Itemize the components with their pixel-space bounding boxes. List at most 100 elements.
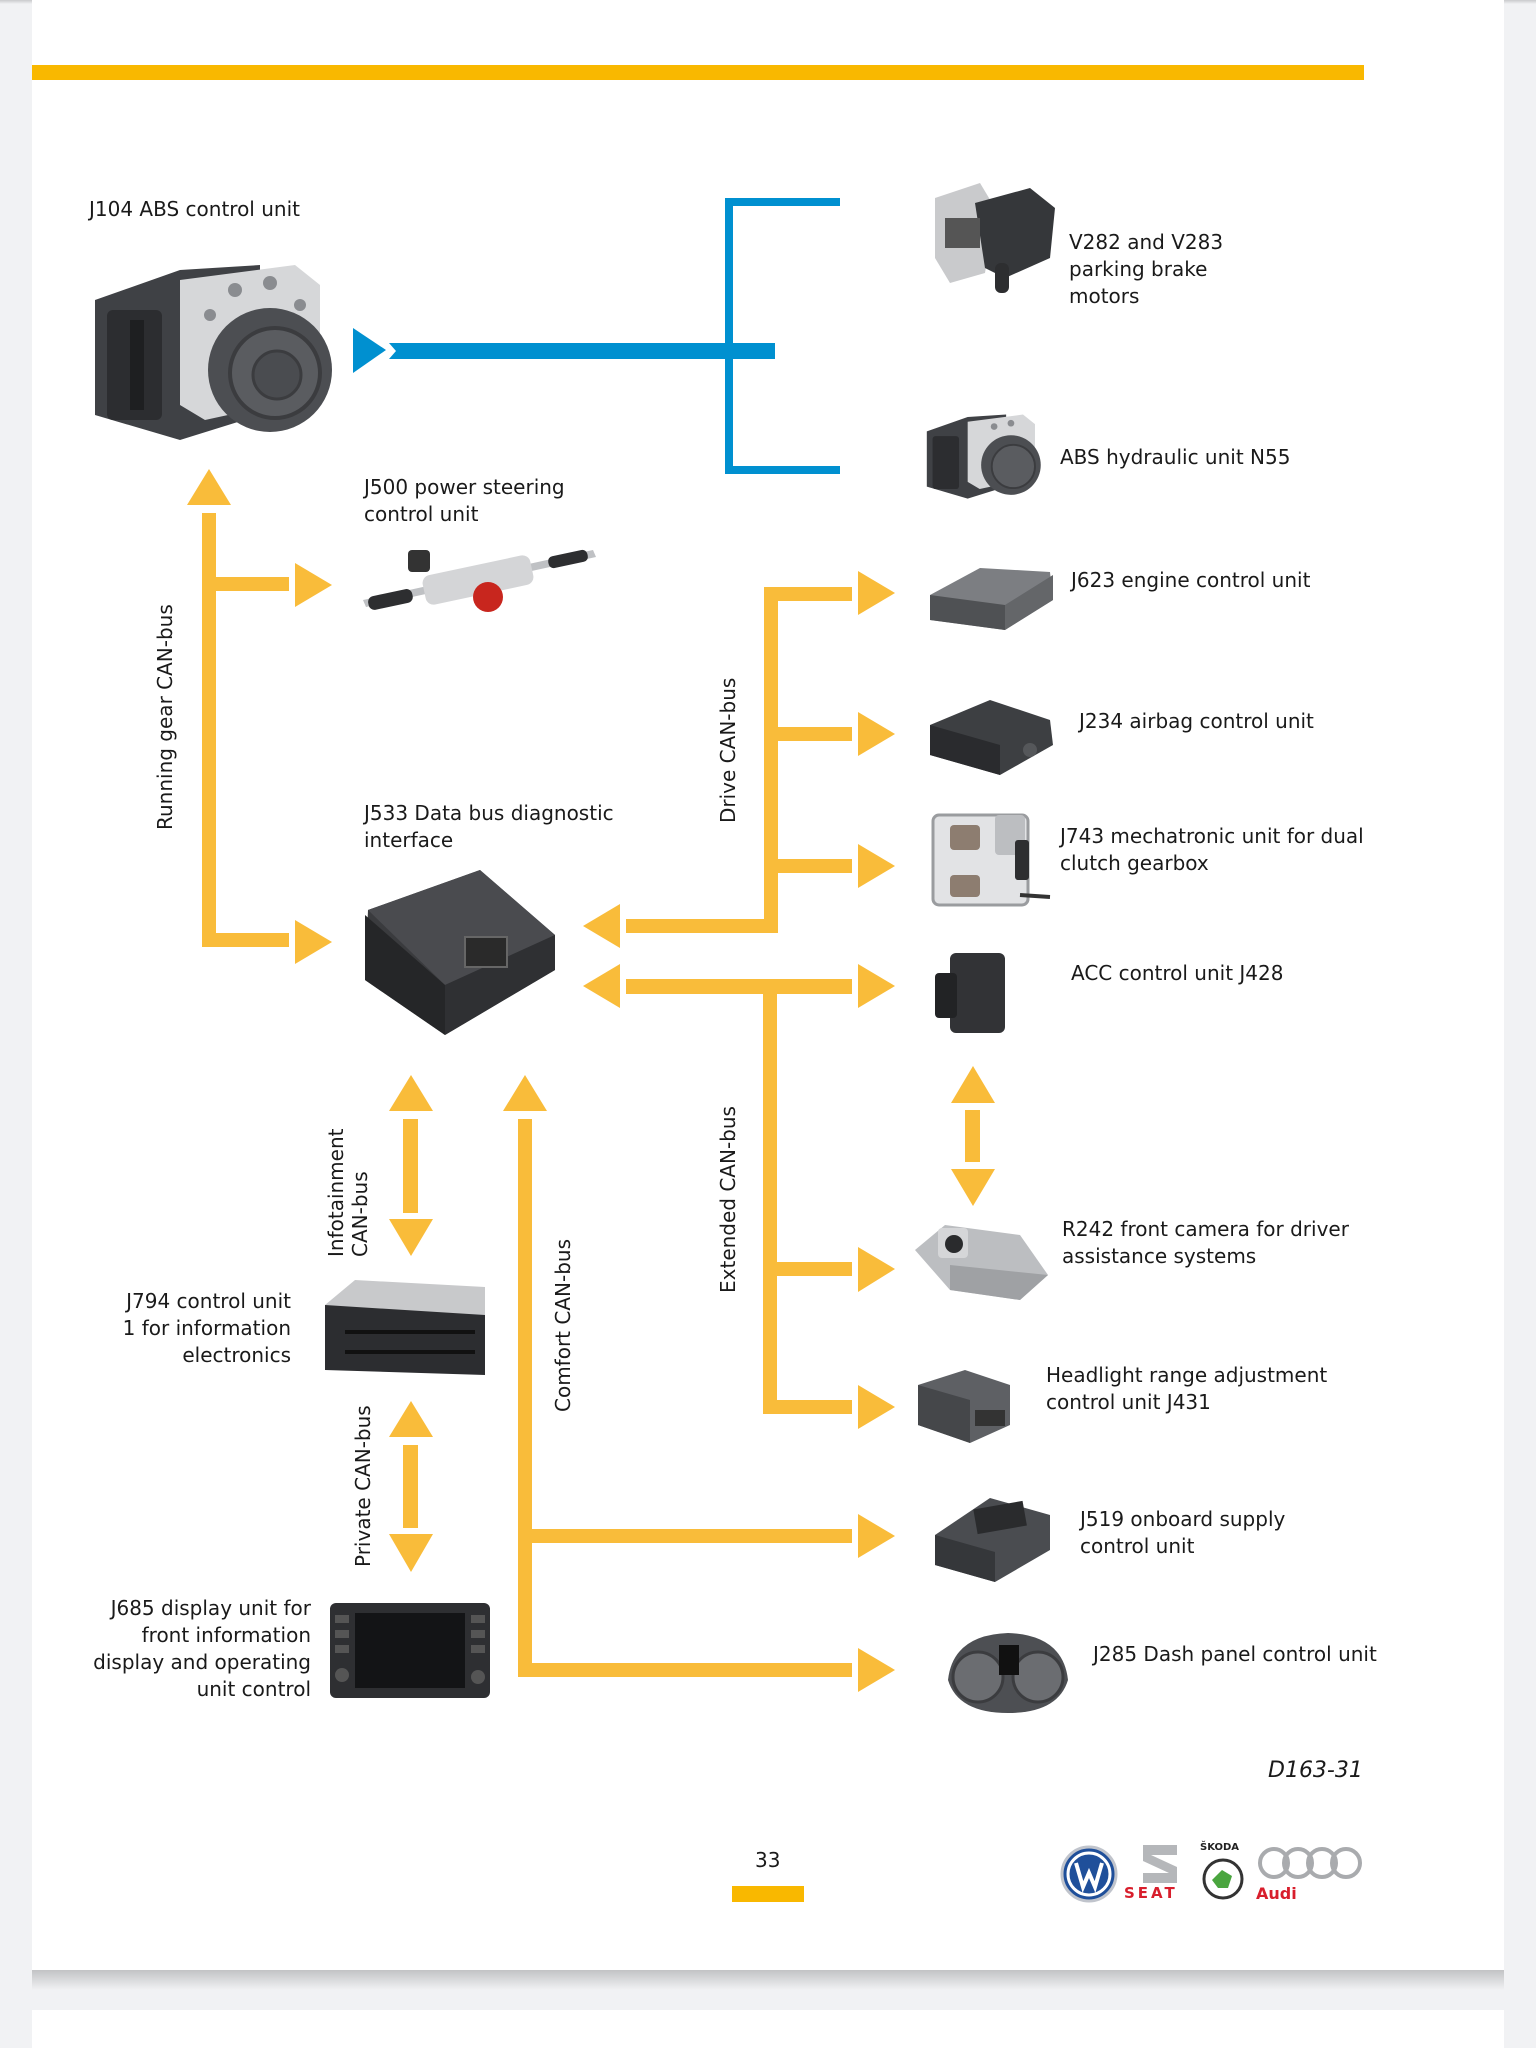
label-j234: J234 airbag control unit	[1079, 709, 1314, 733]
label-private-can-bus: Private CAN-bus	[351, 1405, 375, 1567]
acc-camera-link	[951, 1066, 995, 1206]
brand-logos: SEAT ŠKODA Audi	[1060, 1840, 1370, 1910]
label-j519: J519 onboard supply control unit	[1080, 1507, 1286, 1558]
label-j285: J285 Dash panel control unit	[1093, 1642, 1377, 1666]
label-j685: J685 display unit for front information …	[93, 1596, 311, 1701]
skoda-wordmark: ŠKODA	[1200, 1842, 1240, 1853]
label-j623: J623 engine control unit	[1071, 568, 1311, 592]
arrowhead-down-to-j794	[389, 1219, 433, 1256]
arrowhead-up-to-j794	[389, 1401, 433, 1437]
blue-branch-to-n55	[725, 466, 840, 474]
arrowhead-right-to-j743	[858, 844, 895, 888]
label-r242: R242 front camera for driver assistance …	[1062, 1217, 1349, 1268]
r242-front-camera-image	[915, 1225, 1048, 1300]
extended-main-line	[626, 979, 852, 994]
arrowhead-right-to-j533	[295, 920, 332, 964]
drive-vertical-line	[764, 587, 778, 933]
arrowhead-down-to-j685	[389, 1534, 433, 1572]
arrowhead-right-to-r242	[858, 1247, 895, 1292]
arrowhead-up-to-j533-comfort	[503, 1075, 547, 1111]
label-n55: ABS hydraulic unit N55	[1060, 445, 1291, 469]
branch-to-j533	[202, 933, 289, 947]
audi-rings-icon	[1258, 1847, 1362, 1879]
drive-can-bus-lines	[583, 571, 895, 948]
branch-to-j285	[518, 1663, 852, 1677]
abs-direct-connection	[353, 198, 840, 474]
arrowhead-up-to-j533-infotainment	[389, 1075, 433, 1111]
branch-to-j519	[518, 1529, 852, 1543]
label-comfort-can-bus: Comfort CAN-bus	[551, 1239, 575, 1412]
label-j533: J533 Data bus diagnostic interface	[364, 801, 614, 852]
private-can-bus-lines	[389, 1401, 433, 1572]
seat-logo-icon	[1143, 1845, 1177, 1883]
infotainment-line	[403, 1119, 418, 1213]
seat-wordmark: SEAT	[1124, 1884, 1178, 1902]
label-running-gear-can-bus: Running gear CAN-bus	[153, 604, 177, 830]
j685-display-unit-image	[330, 1603, 490, 1698]
page-number: 33	[755, 1848, 781, 1872]
arrowhead-right-to-j500	[295, 563, 332, 607]
skoda-logo-icon	[1202, 1858, 1244, 1900]
comfort-can-bus-lines	[503, 1075, 895, 1692]
audi-wordmark: Audi	[1256, 1884, 1297, 1903]
page-number-accent-bar	[732, 1886, 804, 1902]
arrowhead-right-to-j431	[858, 1385, 895, 1429]
arrowhead-right-to-j623	[858, 571, 895, 615]
next-document-page	[32, 2010, 1504, 2048]
j743-mechatronic-image	[931, 813, 1051, 907]
running-gear-can-bus-lines	[187, 469, 332, 964]
branch-to-r242	[763, 1262, 852, 1276]
label-j428: ACC control unit J428	[1071, 961, 1284, 985]
extended-vertical-line	[763, 979, 777, 1413]
abs-hydraulic-unit-n55-image	[926, 414, 1041, 499]
label-extended-can-bus: Extended CAN-bus	[716, 1106, 740, 1293]
label-drive-can-bus: Drive CAN-bus	[716, 677, 740, 823]
j519-onboard-supply-image	[935, 1498, 1050, 1582]
label-infotainment-can-bus: Infotainment CAN-bus	[324, 1128, 372, 1258]
j623-engine-ecu-image	[930, 568, 1053, 630]
arrowhead-right-to-j428	[858, 964, 895, 1008]
j431-headlight-unit-image	[918, 1370, 1010, 1443]
label-j104: J104 ABS control unit	[89, 197, 300, 221]
blue-branch-to-parking-brake	[725, 198, 840, 206]
branch-to-j234	[764, 727, 852, 741]
branch-to-j743	[764, 859, 852, 873]
branch-to-j623	[764, 587, 852, 601]
j533-gateway-image	[365, 870, 555, 1035]
extended-can-bus-lines	[583, 964, 895, 1429]
branch-to-j431	[763, 1400, 852, 1414]
j500-power-steering-image	[363, 549, 596, 612]
label-v282-v283: V282 and V283 parking brake motors	[1069, 230, 1224, 308]
label-j743: J743 mechatronic unit for dual clutch ge…	[1060, 824, 1364, 875]
acc-camera-line	[965, 1110, 980, 1162]
arrowhead-up-to-j428	[951, 1066, 995, 1103]
page-gap-shadow	[32, 1970, 1504, 1990]
j285-dash-panel-image	[948, 1633, 1068, 1713]
header-accent-bar	[32, 65, 1364, 80]
label-j794: J794 control unit 1 for information elec…	[122, 1289, 291, 1367]
arrowhead-down-to-r242	[951, 1169, 995, 1206]
label-j431: Headlight range adjustment control unit …	[1046, 1363, 1328, 1414]
drive-return-line	[626, 919, 778, 933]
infotainment-can-bus-lines	[389, 1075, 433, 1256]
arrowhead-left-to-j533-drive	[583, 904, 620, 948]
j428-acc-unit-image	[935, 953, 1005, 1033]
vw-logo-icon	[1060, 1845, 1118, 1903]
blue-vertical-line	[725, 198, 733, 473]
blue-arrowhead-right	[353, 328, 386, 373]
branch-to-j500	[202, 577, 289, 591]
blue-main-line	[389, 343, 775, 359]
j234-airbag-ecu-image	[930, 700, 1053, 775]
j104-abs-unit-image	[95, 265, 332, 440]
private-line	[403, 1445, 418, 1528]
arrowhead-right-to-j285	[858, 1648, 895, 1692]
label-j500: J500 power steering control unit	[364, 475, 565, 526]
parking-brake-motor-image	[935, 183, 1055, 293]
document-reference: D163-31	[1268, 1758, 1363, 1783]
arrowhead-up-to-j104	[187, 469, 231, 505]
comfort-vertical-line	[518, 1119, 532, 1676]
running-gear-vertical-line	[202, 513, 216, 947]
arrowhead-left-to-j533-extended	[583, 964, 620, 1008]
arrowhead-right-to-j234	[858, 712, 895, 756]
